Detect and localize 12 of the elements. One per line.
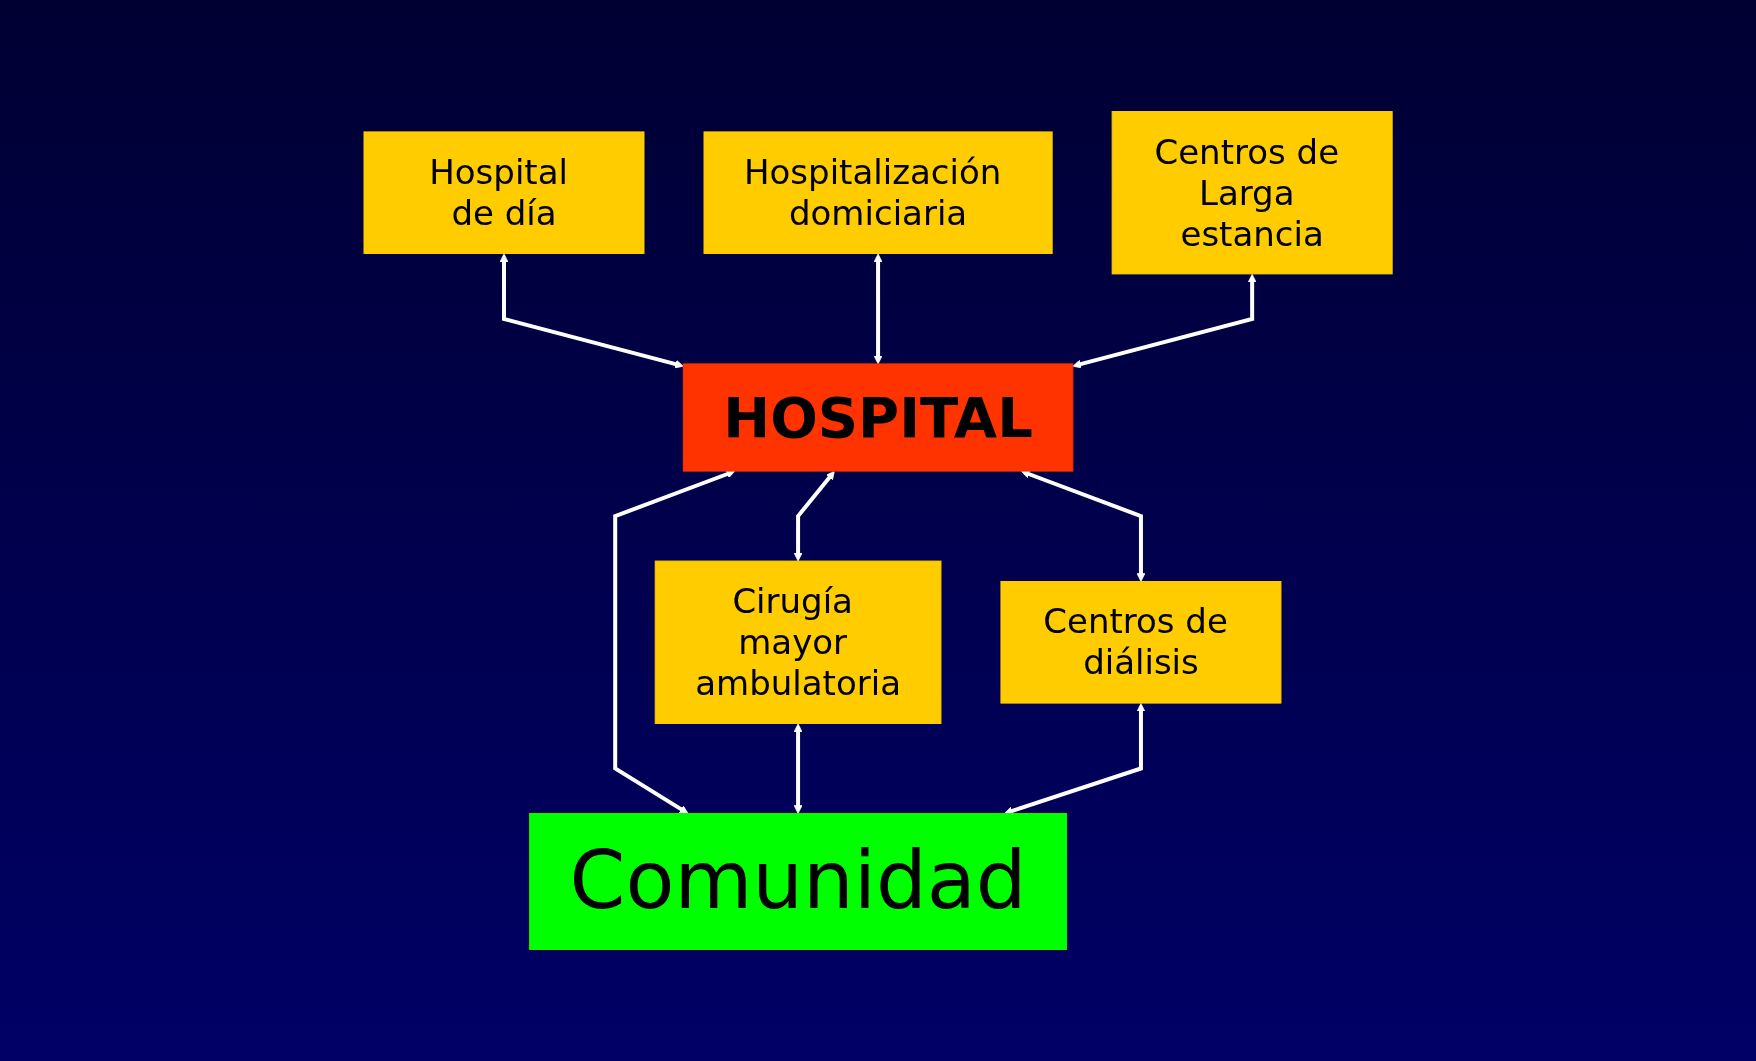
arrow bbox=[499, 253, 684, 369]
node-box: HOSPITAL bbox=[682, 363, 1074, 472]
arrow bbox=[793, 471, 835, 562]
arrow bbox=[1072, 273, 1257, 369]
node-box: Cirugía mayor ambulatoria bbox=[654, 560, 942, 724]
node-box: Comunidad bbox=[529, 813, 1067, 950]
arrow bbox=[793, 723, 803, 814]
node-box: Hospital de día bbox=[363, 131, 645, 254]
node-box: Centros de Larga estancia bbox=[1111, 111, 1393, 275]
node-box: Hospitalización domiciaria bbox=[703, 131, 1053, 254]
arrow bbox=[873, 253, 883, 365]
node-box: Centros de diálisis bbox=[1000, 581, 1282, 704]
